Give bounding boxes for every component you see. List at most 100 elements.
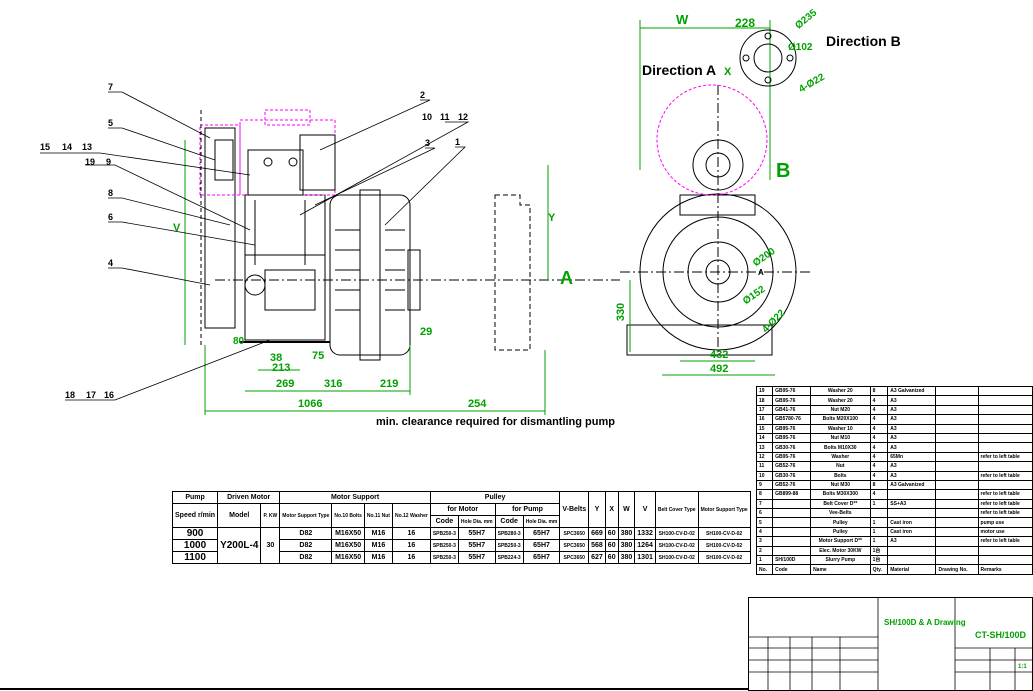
label-6: 6 xyxy=(108,212,114,222)
h-p: P. KW xyxy=(260,503,281,528)
parts-cell-no: 17 xyxy=(755,404,774,416)
parts-cell-rem xyxy=(977,432,1033,444)
parts-cell-name: Pulley xyxy=(810,517,871,528)
leader-5 xyxy=(108,127,216,161)
dir-b-dim-228: 228 xyxy=(735,16,756,30)
dim-label-1066: 1066 xyxy=(298,398,323,410)
title-block-lines xyxy=(0,597,1033,691)
dim-label-254: 254 xyxy=(468,398,487,410)
parts-cell-code: SH/100D xyxy=(772,555,812,566)
ph-mat: Material xyxy=(887,564,937,575)
parts-cell-qty: 4 xyxy=(869,395,889,406)
parts-cell-rem xyxy=(977,385,1033,397)
label-12: 12 xyxy=(458,112,469,122)
parts-cell-code xyxy=(772,517,812,528)
motor-bolt-1 xyxy=(263,157,273,167)
h-pulley: Pulley xyxy=(429,491,561,504)
parts-cell-dwg xyxy=(935,508,979,519)
parts-cell-mat xyxy=(887,545,937,557)
label-5: 5 xyxy=(108,118,114,128)
parts-cell-no: 1 xyxy=(755,555,774,566)
cell-n11: M16 xyxy=(363,551,393,564)
parts-cell-dwg xyxy=(935,395,979,406)
side-label-x: X xyxy=(724,66,732,78)
h-model: Model xyxy=(217,503,262,528)
parts-cell-qty: 4 xyxy=(869,489,889,500)
pulley-hub xyxy=(244,274,266,296)
parts-cell-name: Bolts xyxy=(810,470,871,481)
motor-top xyxy=(299,134,336,191)
parts-cell-no: 4 xyxy=(755,526,774,538)
label-2: 2 xyxy=(420,90,426,100)
flange-outer xyxy=(739,29,797,87)
parts-cell-mat: SS+A3 xyxy=(887,498,937,510)
pump-casing xyxy=(329,194,411,356)
parts-cell-qty xyxy=(869,508,889,519)
parts-cell-qty: 8 xyxy=(869,479,889,491)
h-driven-motor: Driven Motor xyxy=(217,491,281,504)
parts-cell-name: Elec. Motor 30KW xyxy=(810,545,871,557)
parts-cell-name: Nut M20 xyxy=(810,404,871,416)
side-dims xyxy=(629,20,775,376)
parts-cell-dwg xyxy=(935,545,979,557)
parts-cell-code: GB95-76 xyxy=(772,432,812,444)
parts-cell-dwg xyxy=(935,517,979,528)
parts-cell-no: 6 xyxy=(755,508,774,519)
parts-cell-dwg xyxy=(935,470,979,481)
parts-cell-mat: A3 Galvanized xyxy=(887,385,937,397)
spec-row-900: 900 Y200L-4 30 D82 M16X50 M16 16 SPB250-… xyxy=(171,527,751,564)
h-hole-motor: Hole Dia. mm xyxy=(457,515,496,528)
parts-cell-mat: A3 xyxy=(887,432,937,444)
parts-cell-qty: 4 xyxy=(869,432,889,444)
parts-cell-no: 11 xyxy=(755,461,774,472)
parts-cell-no: 3 xyxy=(755,536,774,547)
cell-model: Y200L-4 xyxy=(217,527,262,564)
dim-label-38: 38 xyxy=(270,352,283,364)
cell-y: 627 xyxy=(588,551,606,564)
parts-cell-qty: 1 xyxy=(869,536,889,547)
casing-ribs xyxy=(335,229,405,311)
dim-label-a: A xyxy=(560,268,573,288)
parts-cell-rem: motor use xyxy=(977,526,1033,538)
parts-cell-rem: refer to left table xyxy=(977,451,1033,463)
parts-cell-name: Washer 10 xyxy=(810,423,871,434)
terminal-box xyxy=(264,109,311,126)
motor-support-frame xyxy=(244,194,326,256)
label-9: 9 xyxy=(106,157,112,167)
parts-cell-no: 5 xyxy=(755,517,774,528)
cell-w12: 16 xyxy=(391,539,431,552)
parts-cell-rem xyxy=(977,555,1033,566)
cell-w12: 16 xyxy=(391,551,431,564)
direction-a-label: Direction A xyxy=(642,62,717,78)
cell-pcode: SPB250-3 xyxy=(494,539,524,552)
cell-phole: 65H7 xyxy=(522,539,561,552)
leader-lines xyxy=(40,91,470,401)
parts-cell-qty: 4 xyxy=(869,461,889,472)
cell-b10: M16X50 xyxy=(331,551,365,564)
h-motor-support-type: Motor Support Type xyxy=(697,491,751,528)
dim-label-29: 29 xyxy=(420,326,433,338)
parts-cell-dwg xyxy=(935,404,979,416)
cell-power: 30 xyxy=(260,527,281,564)
parts-cell-code xyxy=(772,508,812,519)
drawing-scale: 1:1 xyxy=(1018,664,1027,670)
parts-cell-qty: 1台 xyxy=(869,545,889,557)
parts-cell-code: GB95-76 xyxy=(772,385,812,397)
motor-outline xyxy=(199,109,336,196)
parts-cell-rem: refer to left table xyxy=(977,498,1033,510)
cell-v: 1332 xyxy=(634,527,656,540)
dim-label-75: 75 xyxy=(312,350,325,362)
cell-phole: 65H7 xyxy=(522,527,561,540)
parts-cell-code xyxy=(772,498,812,510)
cell-x: 60 xyxy=(604,527,619,540)
flange-hole-4 xyxy=(786,54,794,62)
parts-cell-dwg xyxy=(935,498,979,510)
motor-frame xyxy=(247,134,336,196)
parts-cell-mat xyxy=(887,555,937,566)
parts-cell-no: 12 xyxy=(755,451,774,463)
